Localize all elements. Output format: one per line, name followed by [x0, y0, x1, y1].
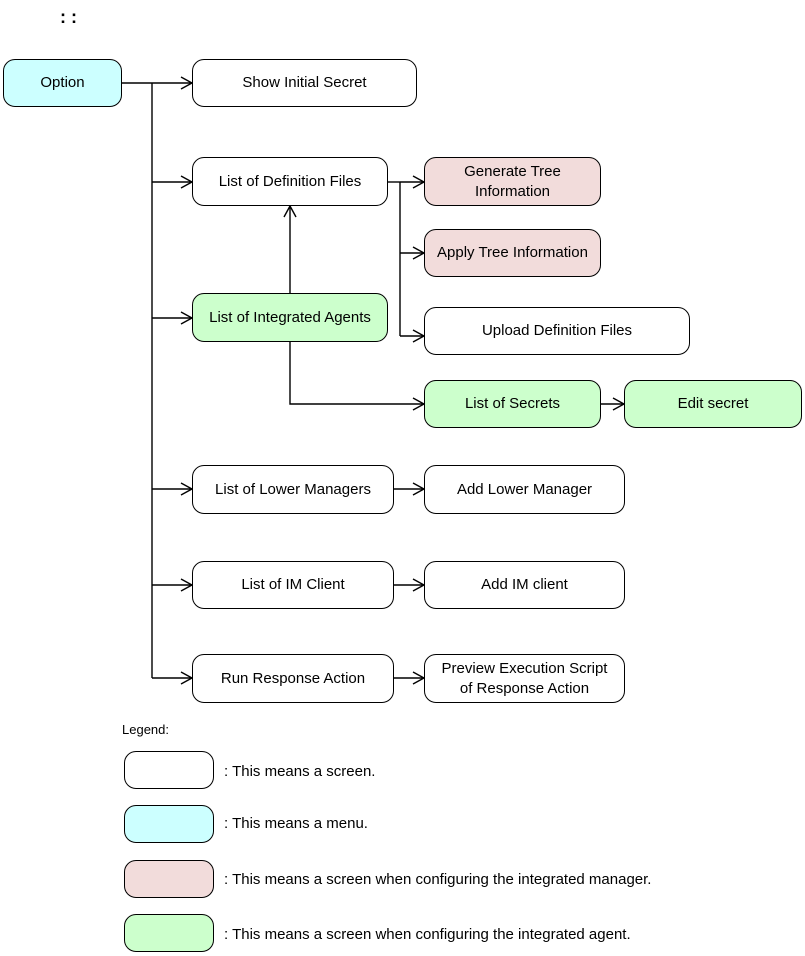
node-option[interactable]: Option	[3, 59, 122, 107]
node-list-of-im-client[interactable]: List of IM Client	[192, 561, 394, 609]
node-apply-tree-information[interactable]: Apply Tree Information	[424, 229, 601, 277]
legend-title: Legend:	[122, 722, 169, 737]
legend-swatch-integrated-agent	[124, 914, 214, 952]
legend-text-integrated-agent: : This means a screen when configuring t…	[224, 926, 631, 943]
legend-swatch-screen	[124, 751, 214, 789]
node-show-initial-secret[interactable]: Show Initial Secret	[192, 59, 417, 107]
node-list-of-secrets[interactable]: List of Secrets	[424, 380, 601, 428]
node-list-of-definition-files[interactable]: List of Definition Files	[192, 157, 388, 206]
edge-agents-list-of-secrets	[289, 342, 426, 411]
node-edit-secret[interactable]: Edit secret	[624, 380, 802, 428]
node-generate-tree-information[interactable]: Generate Tree Information	[424, 157, 601, 206]
legend-swatch-menu	[124, 805, 214, 843]
legend-text-menu: : This means a menu.	[224, 815, 368, 832]
legend-text-screen: : This means a screen.	[224, 763, 376, 780]
legend-swatch-integrated-manager	[124, 860, 214, 898]
node-list-of-lower-managers[interactable]: List of Lower Managers	[192, 465, 394, 514]
legend-text-integrated-manager: : This means a screen when configuring t…	[224, 871, 652, 888]
continuation-marker: : :	[60, 7, 77, 27]
node-preview-execution-script[interactable]: Preview Execution Script of Response Act…	[424, 654, 625, 703]
node-upload-definition-files[interactable]: Upload Definition Files	[424, 307, 690, 355]
node-add-im-client[interactable]: Add IM client	[424, 561, 625, 609]
node-list-of-integrated-agents[interactable]: List of Integrated Agents	[192, 293, 388, 342]
node-add-lower-manager[interactable]: Add Lower Manager	[424, 465, 625, 514]
node-run-response-action[interactable]: Run Response Action	[192, 654, 394, 703]
